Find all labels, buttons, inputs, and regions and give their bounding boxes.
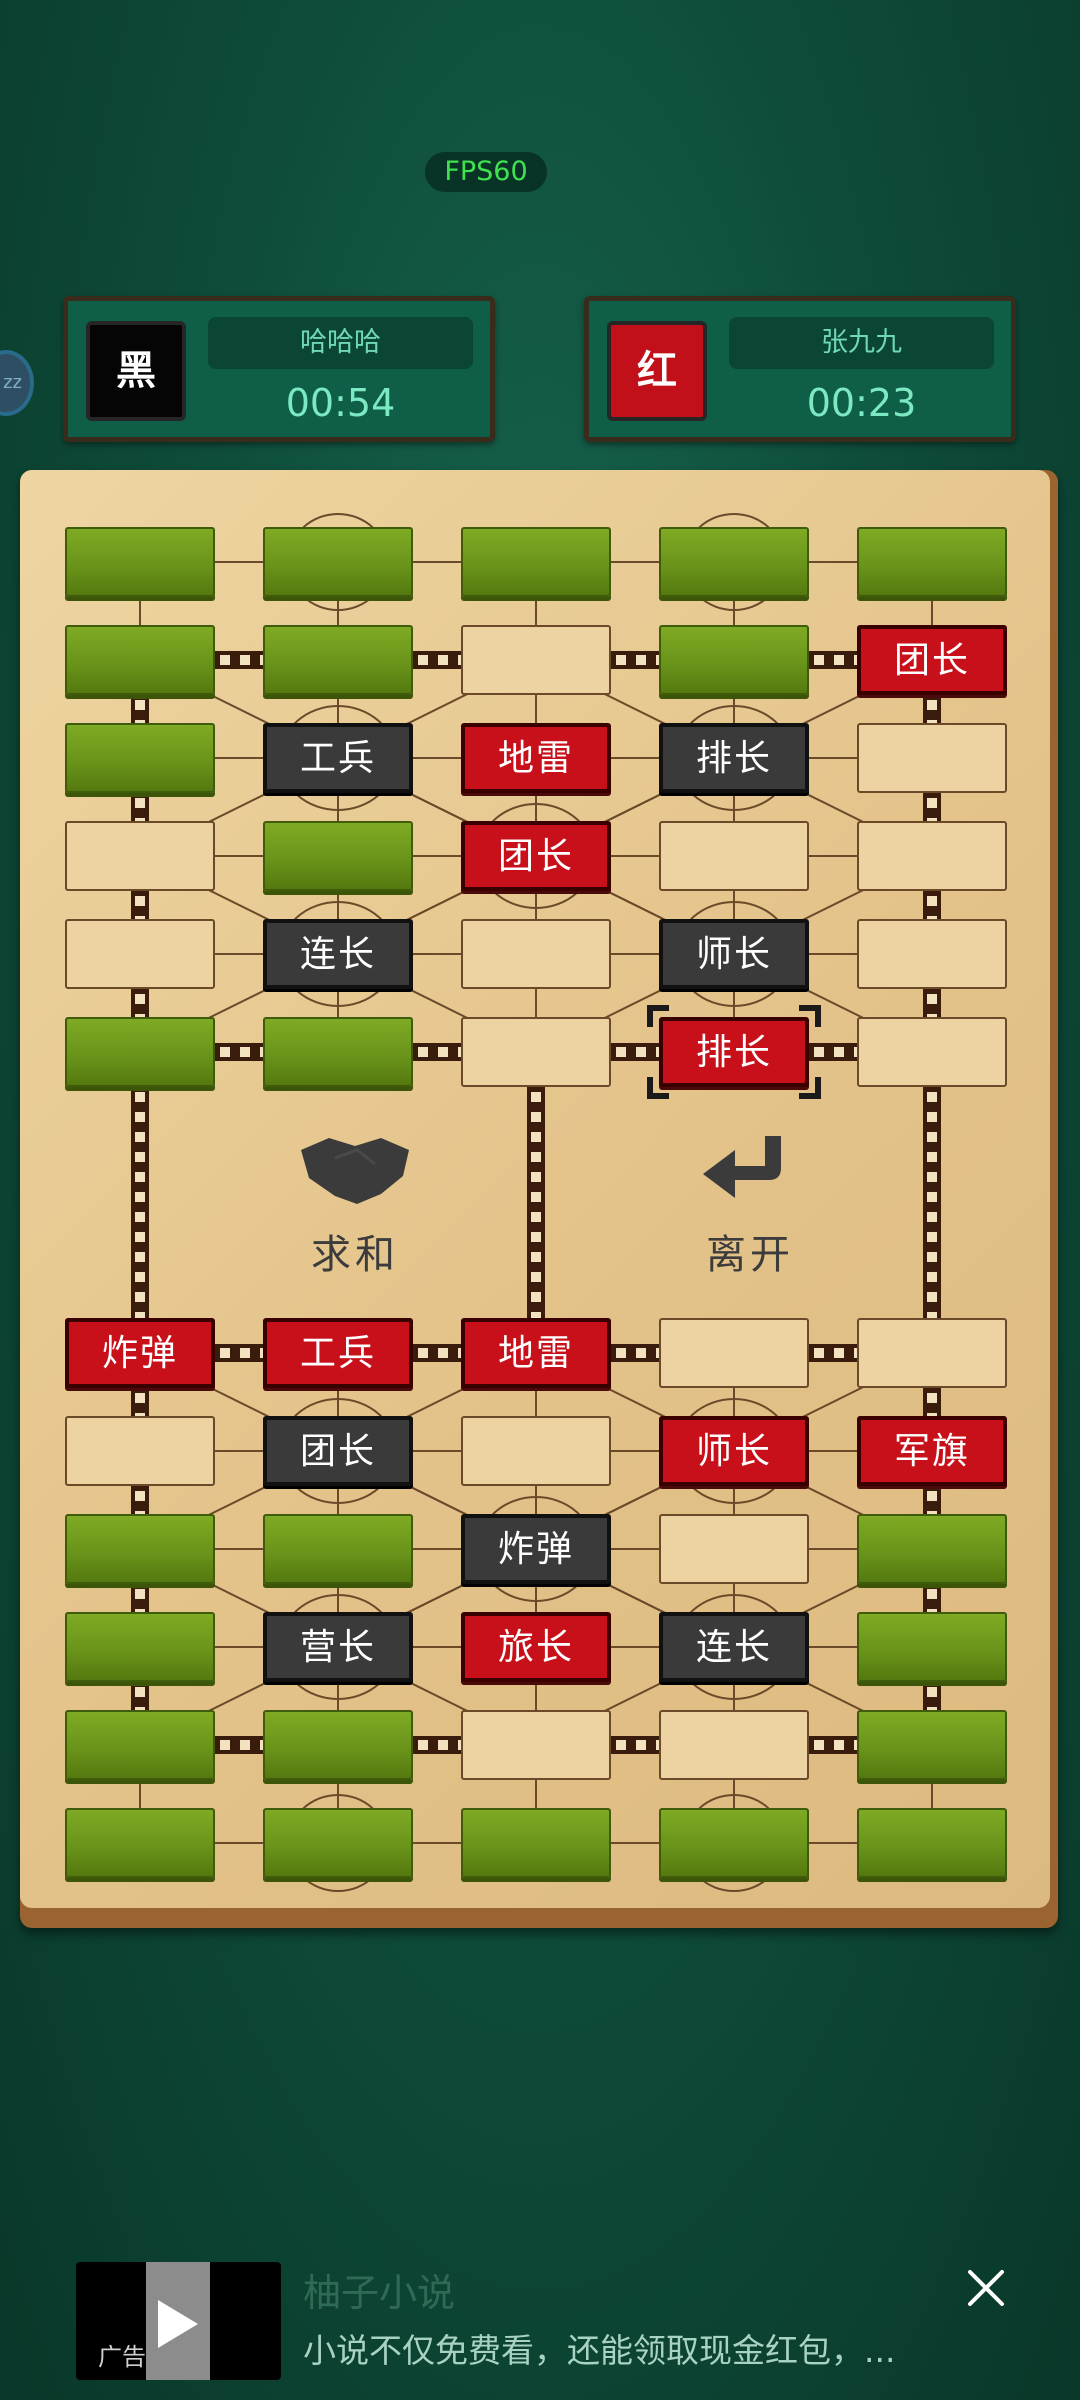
player-timer-red: 00:23 [806,381,917,425]
face-down-piece[interactable] [857,1612,1007,1682]
draw-button[interactable]: 求和 [265,1120,445,1280]
face-down-piece[interactable] [65,1612,215,1682]
player-color-chip-black: 黑 [86,321,186,421]
red-piece[interactable]: 师长 [659,1416,809,1486]
red-piece[interactable]: 军旗 [857,1416,1007,1486]
face-down-piece[interactable] [263,1808,413,1878]
board-empty-station[interactable] [461,1017,611,1087]
player-name-red: 张九九 [729,317,994,369]
face-down-piece[interactable] [263,1710,413,1780]
selection-bracket [799,1005,821,1027]
ad-video-thumbnail[interactable]: 广告 [76,2262,281,2380]
leave-label: 离开 [706,1232,794,1278]
board-empty-station[interactable] [461,919,611,989]
red-piece[interactable]: 地雷 [461,723,611,793]
face-down-piece[interactable] [461,527,611,597]
board-empty-station[interactable] [857,723,1007,793]
floating-assist-bubble[interactable]: zz [0,350,34,416]
draw-label: 求和 [311,1232,399,1278]
selected-red-piece[interactable]: 排长 [659,1017,809,1087]
selection-bracket [799,1077,821,1099]
face-down-piece[interactable] [263,821,413,891]
red-piece[interactable]: 炸弹 [65,1318,215,1388]
face-down-piece[interactable] [65,1808,215,1878]
ad-title: 柚子小说 [303,2271,456,2315]
face-down-piece[interactable] [65,1710,215,1780]
face-down-piece[interactable] [263,527,413,597]
ad-badge: 广告 [98,2343,146,2371]
face-down-piece[interactable] [461,1808,611,1878]
black-piece[interactable]: 营长 [263,1612,413,1682]
face-down-piece[interactable] [659,625,809,695]
black-piece[interactable]: 排长 [659,723,809,793]
board-empty-station[interactable] [461,1710,611,1780]
face-down-piece[interactable] [659,1808,809,1878]
face-down-piece[interactable] [857,1514,1007,1584]
board-empty-station[interactable] [659,1710,809,1780]
face-down-piece[interactable] [65,1017,215,1087]
face-down-piece[interactable] [659,527,809,597]
ad-banner[interactable]: 广告 柚子小说 小说不仅免费看，还能领取现金红包，... [0,2240,1080,2400]
leave-button[interactable]: 离开 [660,1120,840,1280]
board-empty-station[interactable] [461,1416,611,1486]
face-down-piece[interactable] [263,1514,413,1584]
player-panel-red: 红 张九九 00:23 [584,296,1016,442]
red-piece[interactable]: 旅长 [461,1612,611,1682]
face-down-piece[interactable] [857,1808,1007,1878]
black-piece[interactable]: 师长 [659,919,809,989]
player-timer-black: 00:54 [285,381,396,425]
board-empty-station[interactable] [857,1017,1007,1087]
board-empty-station[interactable] [65,1416,215,1486]
red-piece[interactable]: 团长 [461,821,611,891]
red-piece[interactable]: 地雷 [461,1318,611,1388]
game-board: 求和 离开 团长工兵地雷排长团长连长师长排长炸弹工兵地雷团长师长军旗炸弹营长旅长… [20,470,1050,1908]
handshake-icon [301,1138,409,1204]
face-down-piece[interactable] [263,1017,413,1087]
red-piece[interactable]: 工兵 [263,1318,413,1388]
board-empty-station[interactable] [461,625,611,695]
face-down-piece[interactable] [857,527,1007,597]
game-board-frame: 求和 离开 团长工兵地雷排长团长连长师长排长炸弹工兵地雷团长师长军旗炸弹营长旅长… [20,470,1058,1928]
face-down-piece[interactable] [65,527,215,597]
black-piece[interactable]: 连长 [659,1612,809,1682]
board-empty-station[interactable] [659,1318,809,1388]
player-color-chip-red: 红 [607,321,707,421]
face-down-piece[interactable] [65,723,215,793]
board-empty-station[interactable] [857,1318,1007,1388]
face-down-piece[interactable] [263,625,413,695]
face-down-piece[interactable] [857,1710,1007,1780]
selection-bracket [647,1077,669,1099]
board-empty-station[interactable] [65,919,215,989]
board-empty-station[interactable] [659,821,809,891]
face-down-piece[interactable] [65,1514,215,1584]
return-arrow-icon [703,1136,781,1198]
play-icon [158,2300,198,2348]
close-icon[interactable] [960,2262,1012,2314]
player-panel-black: 黑 哈哈哈 00:54 [63,296,495,442]
black-piece[interactable]: 团长 [263,1416,413,1486]
player-name-black: 哈哈哈 [208,317,473,369]
black-piece[interactable]: 炸弹 [461,1514,611,1584]
board-empty-station[interactable] [857,821,1007,891]
black-piece[interactable]: 连长 [263,919,413,989]
fps-counter: FPS60 [425,152,547,192]
face-down-piece[interactable] [65,625,215,695]
red-piece[interactable]: 团长 [857,625,1007,695]
ad-description: 小说不仅免费看，还能领取现金红包，... [303,2331,896,2370]
black-piece[interactable]: 工兵 [263,723,413,793]
selection-bracket [647,1005,669,1027]
board-empty-station[interactable] [65,821,215,891]
board-empty-station[interactable] [659,1514,809,1584]
board-empty-station[interactable] [857,919,1007,989]
